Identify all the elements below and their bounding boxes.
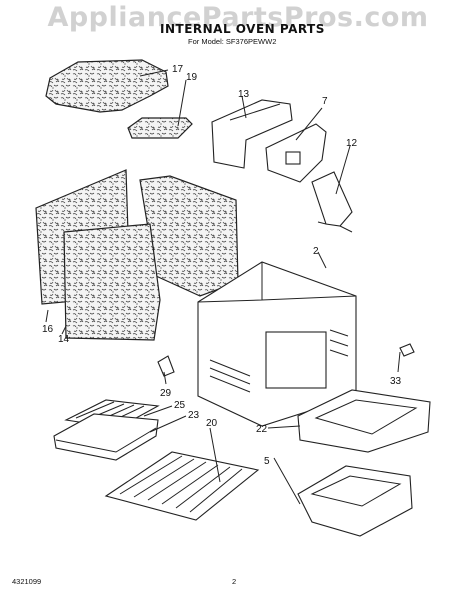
page-number: 2 [232,577,237,586]
model-subtitle: For Model: SF376PEWW2 [188,37,277,46]
callout-2: 2 [313,246,319,257]
callout-17: 17 [172,64,184,75]
callout-12: 12 [346,138,358,149]
callout-13: 13 [238,89,250,100]
part-13-duct [211,99,293,169]
callout-19: 19 [186,72,198,83]
part-22-lower-panel [297,389,431,453]
part-33-clip [399,343,415,357]
callout-23: 23 [188,410,200,421]
callout-29: 29 [160,388,172,399]
part-29-clip [157,355,175,377]
part-7-bracket [265,123,327,183]
callout-16: 16 [42,324,54,335]
callout-25: 25 [174,400,186,411]
document-code: 4321099 [12,577,42,586]
callout-20: 20 [206,418,218,429]
part-20-oven-rack [104,451,260,521]
callout-22: 22 [256,424,268,435]
diagram-title: INTERNAL OVEN PARTS [160,22,325,36]
part-5-drip-tray [297,465,413,537]
part-23-broiler-pan [53,413,159,461]
part-12-flue [311,171,353,233]
leader-lines [45,69,401,505]
part-2-oven-cavity [197,261,357,427]
callout-14: 14 [58,334,70,345]
callout-7: 7 [322,96,328,107]
part-19-insulation-pad [127,117,193,139]
part-17-top-insulation [45,59,169,113]
callout-5: 5 [264,456,270,467]
part-14-wrap-insulation [63,175,239,341]
callout-33: 33 [390,376,402,387]
